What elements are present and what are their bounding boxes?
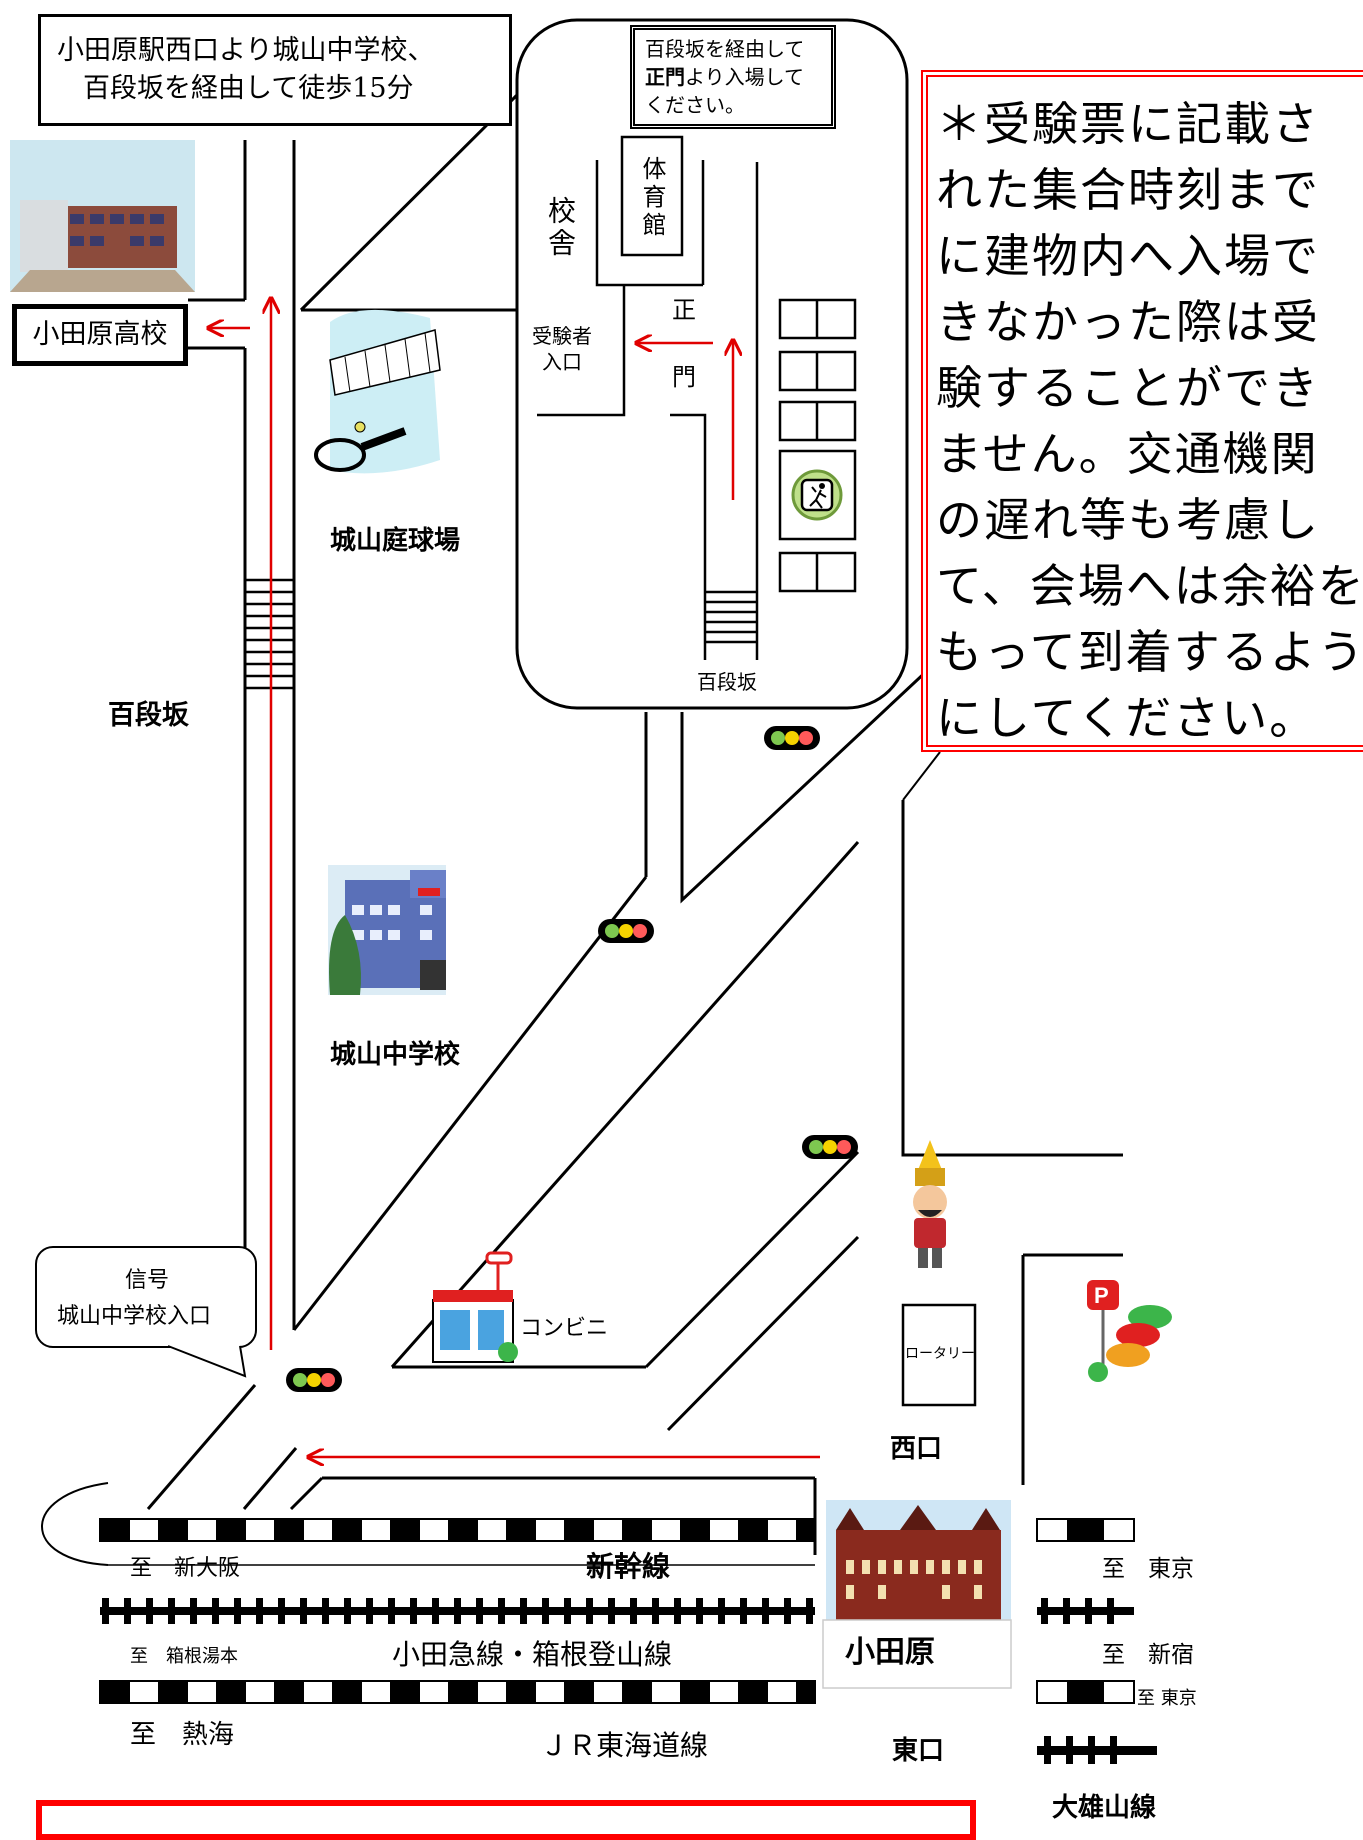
crosswalk-main: [245, 578, 294, 690]
odawara-high-label: 小田原高校: [12, 304, 188, 366]
to-shinjuku-label: 至 新宿: [1102, 1642, 1194, 1668]
tokaido-label: ＪＲ東海道線: [540, 1729, 709, 1762]
campus-inset: [299, 18, 909, 710]
rotary-box: [901, 1303, 977, 1407]
school-building-label: 校舎: [544, 196, 577, 260]
signal-callout-line1: 信号: [125, 1268, 170, 1293]
hyakudanzaka-inset-label: 百段坂: [697, 670, 757, 694]
to-tokyo-label-2: 至 東京: [1137, 1688, 1197, 1709]
shinkansen-label: 新幹線: [586, 1550, 671, 1583]
tennis-court-label: 城山庭球場: [330, 526, 461, 556]
to-tokyo-label-1: 至 東京: [1102, 1556, 1194, 1582]
signal-callout: 信号 城山中学校入口: [35, 1246, 257, 1348]
entry-note-bold: 正門: [645, 65, 685, 89]
route-arrows: [208, 298, 820, 1457]
rotary-label: ロータリー: [905, 1346, 975, 1362]
signal-callout-line2: 城山中学校入口: [57, 1304, 212, 1329]
konbini-image: [432, 1251, 518, 1363]
samurai-mascot-image: [913, 1140, 947, 1268]
route-callout-line2: 百段坂を経由して徒歩15分: [83, 73, 414, 104]
station-building-image: [822, 1500, 1012, 1689]
odakyu-label: 小田急線・箱根登山線: [392, 1638, 673, 1671]
rail-tracks: [99, 1518, 1157, 1764]
upper-roads: [644, 666, 1123, 1485]
entry-note: 百段坂を経由して 正門より入場して ください。: [630, 25, 836, 129]
route-callout-line1: 小田原駅西口より城山中学校、: [57, 35, 435, 66]
route-callout: 小田原駅西口より城山中学校、 百段坂を経由して徒歩15分: [38, 14, 512, 126]
diagonal-roads: [146, 841, 860, 1555]
station-label: 小田原: [845, 1635, 935, 1670]
main-road: [188, 140, 296, 1345]
traffic-lights: [286, 726, 858, 1392]
turnaround-loop: [41, 1482, 109, 1566]
warning-note: ＊受験票に記載された集合時刻までに建物内へ入場できなかった際は受験することができ…: [921, 70, 1363, 752]
examinee-entrance-label-1: 受験者: [532, 324, 592, 348]
junior-high-label: 城山中学校: [330, 1040, 461, 1070]
warning-note-text: ＊受験票に記載された集合時刻までに建物内へ入場できなかった際は受験することができ…: [936, 97, 1363, 745]
west-exit-label: 西口: [890, 1434, 943, 1464]
tennis-court-image: [314, 309, 441, 474]
main-gate-label-1: 正: [672, 296, 696, 324]
daiyuzan-label: 大雄山線: [1052, 1793, 1157, 1823]
junior-high-image: [328, 865, 446, 995]
entry-note-prefix: 百段坂を経由して: [645, 37, 805, 61]
bottom-note-box: [36, 1800, 976, 1840]
main-gate-label-2: 門: [672, 363, 696, 391]
hyakudanzaka-label: 百段坂: [108, 700, 189, 731]
examinee-entrance-label-2: 入口: [542, 350, 582, 374]
to-hakone-yumoto-label: 至 箱根湯本: [130, 1646, 238, 1667]
konbini-label: コンビニ: [520, 1316, 609, 1341]
to-shin-osaka-label: 至 新大阪: [130, 1556, 241, 1581]
east-exit-label: 東口: [892, 1736, 945, 1766]
to-atami-label: 至 熱海: [130, 1720, 235, 1750]
odawara-high-image: [10, 140, 195, 292]
svg-text:P: P: [1094, 1283, 1109, 1308]
entry-note-suffix: ください。: [645, 93, 745, 117]
parking-image: P: [1087, 1280, 1172, 1382]
entry-note-middle: より入場して: [685, 65, 804, 89]
gym-label: 体育館: [638, 156, 666, 240]
